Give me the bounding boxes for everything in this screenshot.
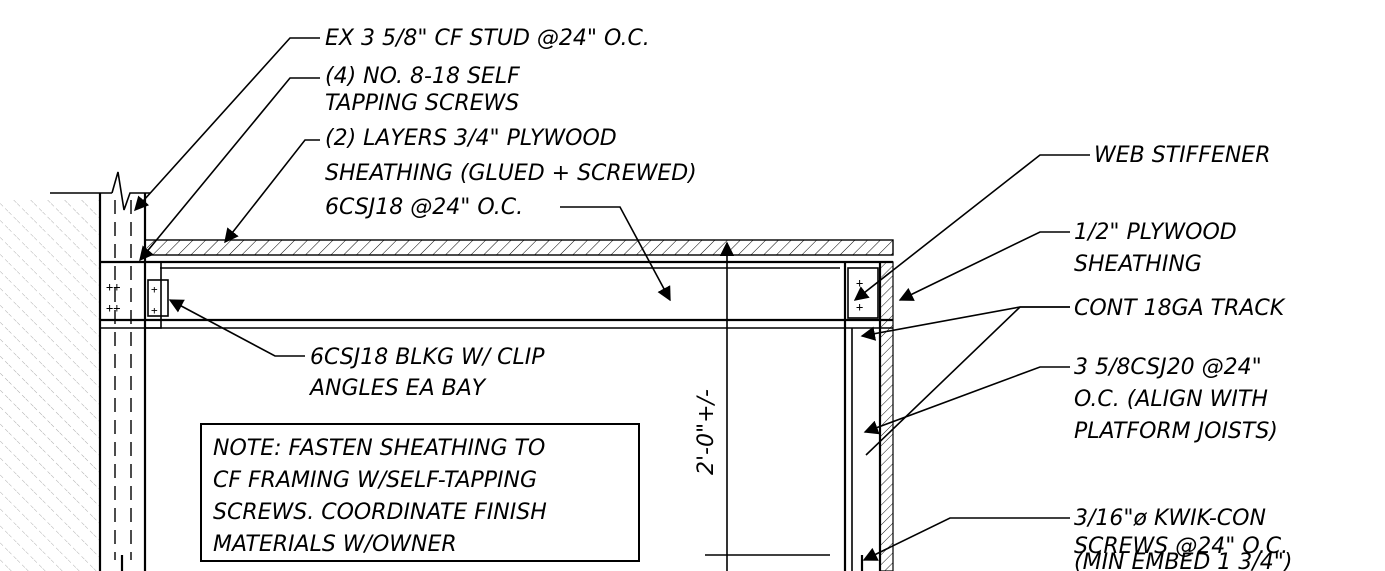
label-half-ply-1: 1/2" PLYWOOD — [1074, 220, 1237, 245]
label-kwik-3: (MIN EMBED 1 3/4") — [1074, 550, 1292, 571]
note-line-4: MATERIALS W/OWNER — [213, 532, 457, 557]
note-line-2: CF FRAMING W/SELF-TAPPING — [213, 468, 537, 493]
label-csj20-3: PLATFORM JOISTS) — [1074, 419, 1278, 444]
blocking-clip — [147, 279, 169, 317]
label-half-ply-2: SHEATHING — [1074, 252, 1202, 277]
right-support: + + — [843, 261, 894, 571]
floor-assembly — [100, 239, 894, 329]
break-line — [111, 171, 150, 211]
existing-wall — [0, 171, 150, 571]
label-kwik-1: 3/16"ø KWIK-CON — [1074, 506, 1266, 531]
screw-marks: + — [856, 276, 863, 290]
screw-marks: + — [856, 300, 863, 314]
label-joist: 6CSJ18 @24" O.C. — [325, 195, 523, 220]
label-stud: EX 3 5/8" CF STUD @24" O.C. — [325, 26, 650, 51]
screw-marks: ++ — [106, 280, 120, 294]
clip-angle — [144, 261, 162, 329]
leader-lines — [134, 37, 1090, 561]
label-blkg-1: 6CSJ18 BLKG W/ CLIP — [310, 345, 545, 370]
screw-marks: + — [151, 283, 158, 296]
screw-marks: ++ — [106, 301, 120, 315]
note-line-3: SCREWS. COORDINATE FINISH — [213, 500, 547, 525]
callout-labels: EX 3 5/8" CF STUD @24" O.C. (4) NO. 8-18… — [308, 26, 1292, 571]
note-border — [200, 423, 640, 562]
label-plywood-2: SHEATHING (GLUED + SCREWED) — [325, 161, 697, 186]
label-web-stiffener: WEB STIFFENER — [1094, 143, 1270, 168]
label-csj20-2: O.C. (ALIGN WITH — [1074, 387, 1268, 412]
label-track: CONT 18GA TRACK — [1074, 296, 1286, 321]
label-blkg-2: ANGLES EA BAY — [308, 376, 487, 401]
dimension-text: 2'-0"+/- — [694, 389, 719, 475]
half-plywood-sheathing — [879, 261, 894, 571]
note-box: NOTE: FASTEN SHEATHING TO CF FRAMING W/S… — [200, 423, 640, 562]
soil-hatch — [0, 200, 100, 571]
label-kwik-2: SCREWS @24" O.C. — [1074, 534, 1288, 559]
label-plywood-1: (2) LAYERS 3/4" PLYWOOD — [325, 126, 617, 151]
web-stiffener — [847, 267, 879, 319]
label-csj20-1: 3 5/8CSJ20 @24" — [1074, 355, 1262, 380]
left-connection: ++ ++ + + — [106, 261, 169, 329]
label-screws-1: (4) NO. 8-18 SELF — [325, 64, 520, 89]
screw-marks: + — [151, 304, 158, 317]
note-line-1: NOTE: FASTEN SHEATHING TO — [213, 436, 545, 461]
label-screws-2: TAPPING SCREWS — [325, 91, 519, 116]
plywood-sheathing — [144, 239, 894, 256]
dimension-line: 2'-0"+/- — [694, 241, 830, 571]
